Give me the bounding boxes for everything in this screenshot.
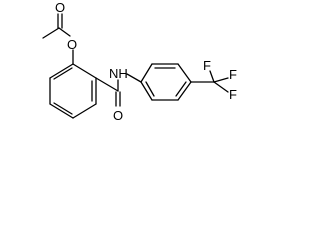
- ring-left-inner-3: [53, 67, 73, 80]
- atom-ester-oxygen: O: [67, 37, 77, 52]
- ring-left-bond-6: [49, 63, 74, 79]
- ring-left-bond-3: [72, 103, 97, 119]
- atom-amide-nitrogen: NH: [109, 66, 128, 81]
- bond-c-f-top-right: [213, 77, 229, 83]
- ring-right-bond-1: [140, 63, 153, 83]
- bond-ring-carbonyl: [95, 77, 119, 92]
- ring-right-bond-6: [140, 81, 153, 101]
- ring-right-bond-3: [177, 63, 192, 83]
- ring-right-inner-3: [145, 81, 155, 97]
- bond-methyl-carbonyl: [42, 27, 60, 39]
- atom-fluorine-right: F: [229, 87, 237, 102]
- bond-c-f-right: [213, 81, 229, 93]
- atom-amide-carbonyl-oxygen: O: [113, 108, 123, 123]
- chemical-structure: O O NH O F F F: [42, 0, 237, 123]
- atom-fluorine-top-left: F: [203, 58, 211, 73]
- amide-group: [95, 73, 142, 107]
- ring-left-bond-1: [72, 63, 97, 79]
- bond-carbonyl-ester-o: [58, 27, 71, 37]
- ring-right-inner-2: [175, 81, 187, 97]
- benzene-ring-right: [140, 63, 192, 101]
- bond-nitrogen-ring: [126, 73, 142, 83]
- ring-right-bond-4: [177, 81, 192, 101]
- benzene-ring-left: [49, 63, 97, 119]
- bond-c-f-top-left: [209, 70, 215, 83]
- atom-fluorine-top-right: F: [229, 67, 237, 82]
- acetyl-group: [42, 13, 71, 39]
- trifluoromethyl-group: [190, 70, 229, 93]
- atom-ester-carbonyl-oxygen: O: [55, 0, 65, 15]
- ring-left-bond-4: [49, 103, 74, 119]
- ring-left-inner-2: [53, 102, 73, 115]
